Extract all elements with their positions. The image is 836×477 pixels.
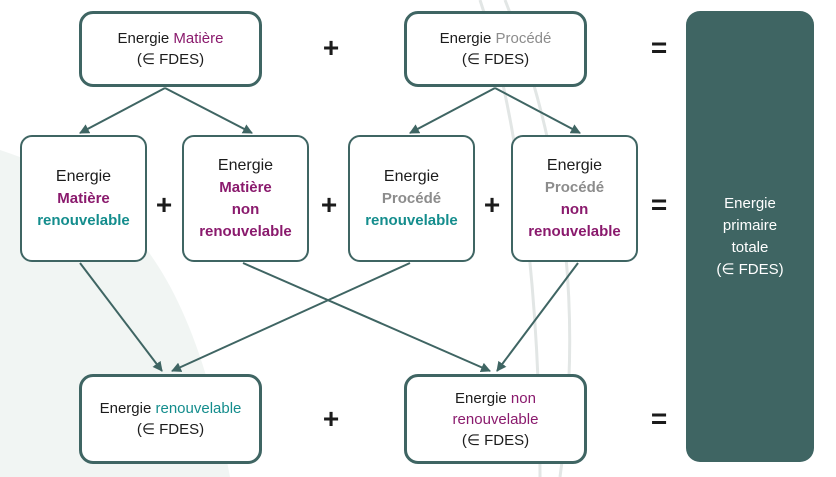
top-matiere-prefix: Energie <box>117 30 174 47</box>
plus-operator-mid-3: + <box>483 189 501 220</box>
mid-1-line1: Energie <box>217 156 274 174</box>
mid-0-line2: Matière <box>57 189 110 207</box>
plus-operator-bottom: + <box>322 403 340 434</box>
total-primary-energy-panel: Energie primaire totale (∈ FDES) <box>686 11 814 462</box>
top-procede-highlight: Procédé <box>495 30 552 47</box>
bottom-nonren-fdes: (∈ FDES) <box>461 431 530 449</box>
top-box-energie-procede: Energie Procédé (∈ FDES) <box>404 11 587 87</box>
bottom-ren-prefix: Energie <box>99 400 156 417</box>
top-matiere-highlight: Matière <box>173 30 224 47</box>
equals-operator-bottom: = <box>650 403 668 434</box>
total-line2: primaire <box>722 216 778 234</box>
plus-operator-mid-1: + <box>155 189 173 220</box>
top-procede-fdes: (∈ FDES) <box>461 51 530 68</box>
mid-0-line3: renouvelable <box>37 211 130 229</box>
mid-box-matiere-renouvelable: Energie Matière renouvelable <box>20 135 147 262</box>
bottom-nonren-highlight1: non <box>510 389 536 407</box>
total-line3: totale <box>731 238 769 256</box>
equals-operator-mid: = <box>650 189 668 220</box>
mid-3-line1: Energie <box>546 156 603 174</box>
mid-1-line2: Matière <box>219 178 272 196</box>
mid-box-procede-non-renouvelable: Energie Procédé non renouvelable <box>511 135 638 262</box>
bottom-nonren-title: Energie non <box>455 388 536 409</box>
mid-2-line1: Energie <box>383 167 440 185</box>
mid-2-line2: Procédé <box>381 189 442 207</box>
mid-1-line3: non <box>231 200 260 218</box>
top-matiere-title: Energie Matière <box>118 28 224 49</box>
mid-0-line1: Energie <box>55 167 112 185</box>
mid-box-procede-renouvelable: Energie Procédé renouvelable <box>348 135 475 262</box>
bottom-ren-highlight: renouvelable <box>155 400 242 417</box>
bottom-box-energie-renouvelable: Energie renouvelable (∈ FDES) <box>79 374 262 464</box>
plus-operator-top: + <box>322 32 340 63</box>
mid-3-line4: renouvelable <box>528 222 621 240</box>
top-box-energie-matiere: Energie Matière (∈ FDES) <box>79 11 262 87</box>
mid-1-line4: renouvelable <box>199 222 292 240</box>
top-procede-title: Energie Procédé <box>440 28 552 49</box>
bottom-ren-fdes: (∈ FDES) <box>136 421 205 438</box>
bottom-nonren-highlight2: renouvelable <box>452 410 539 428</box>
bottom-nonren-prefix: Energie <box>455 389 511 407</box>
total-line4: (∈ FDES) <box>716 260 784 278</box>
top-procede-prefix: Energie <box>439 30 496 47</box>
total-line1: Energie <box>724 194 776 212</box>
plus-operator-mid-2: + <box>320 189 338 220</box>
bottom-box-energie-non-renouvelable: Energie non renouvelable (∈ FDES) <box>404 374 587 464</box>
bottom-ren-title: Energie renouvelable <box>100 398 242 419</box>
mid-3-line2: Procédé <box>544 178 605 196</box>
mid-box-matiere-non-renouvelable: Energie Matière non renouvelable <box>182 135 309 262</box>
mid-3-line3: non <box>560 200 589 218</box>
mid-2-line3: renouvelable <box>365 211 458 229</box>
top-matiere-fdes: (∈ FDES) <box>136 51 205 68</box>
equals-operator-top: = <box>650 32 668 63</box>
